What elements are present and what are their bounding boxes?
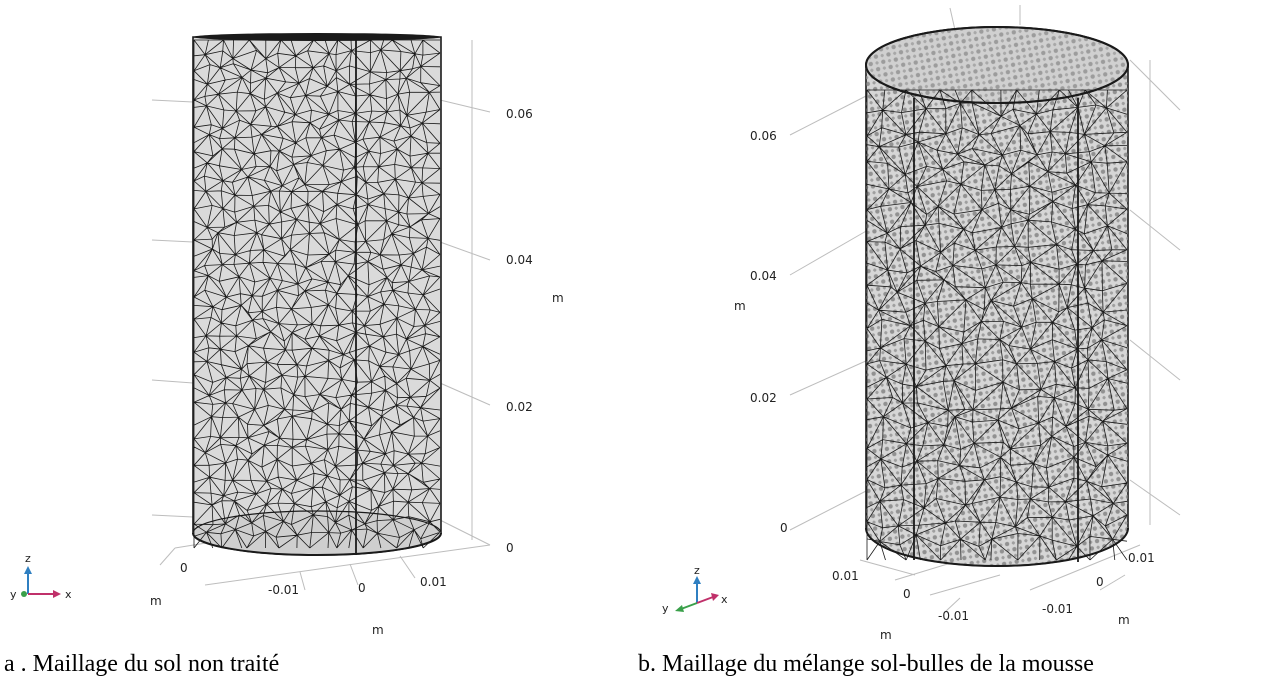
panel-a-cylinder (192, 33, 442, 556)
panel-b-z-tick-0: 0.06 (750, 129, 777, 143)
panel-a-x-tick-2: 0.01 (420, 575, 447, 589)
panel-a-z-tick-1: 0.04 (506, 253, 533, 267)
panel-a-z-tick-2: 0.02 (506, 400, 533, 414)
panel-a-x-tick-0: -0.01 (268, 583, 299, 597)
panel-a-y-unit: m (150, 594, 162, 608)
panel-b-x-unit: m (1118, 613, 1130, 627)
panel-b-x-tick-1: 0 (1096, 575, 1104, 589)
panel-a-z-tick-0: 0.06 (506, 107, 533, 121)
panel-b-z-tick-1: 0.04 (750, 269, 777, 283)
mesh-b-path (866, 89, 1128, 561)
panel-b-axis-triad: z y x (662, 564, 728, 615)
panel-b-y-tick-0: 0.01 (832, 569, 859, 583)
panel-b-y-tick-1: 0 (903, 587, 911, 601)
panel-a-mesh-plot: 0.06 0.04 0.02 0 m -0.01 0 0.01 m 0 m z … (10, 33, 564, 637)
panel-b-y-unit: m (880, 628, 892, 642)
panel-a-triad-x: x (65, 588, 72, 601)
panel-a-caption: a . Maillage du sol non traité (4, 651, 280, 677)
panel-b-cylinder (865, 26, 1129, 567)
panel-a-z-tick-3: 0 (506, 541, 514, 555)
panel-b-caption: b. Maillage du mélange sol-bulles de la … (638, 651, 1094, 677)
panel-b-z-tick-3: 0 (780, 521, 788, 535)
panel-b-mesh-plot: 0.06 0.04 0.02 0 m 0.01 0 -0.01 m 0.01 0… (662, 5, 1181, 642)
panel-b-y-tick-2: -0.01 (938, 609, 969, 623)
panel-b-triad-y: y (662, 602, 669, 615)
panel-a-x-tick-1: 0 (358, 581, 366, 595)
panel-a-z-unit: m (552, 291, 564, 305)
panel-a-triad-z: z (25, 552, 31, 565)
panel-b-triad-z: z (694, 564, 700, 577)
panel-b-triad-x: x (721, 593, 728, 606)
mesh-a-path (193, 39, 441, 549)
panel-b-mesh-edges (866, 89, 1128, 561)
panel-a-x-unit: m (372, 623, 384, 637)
panel-a-y-tick-0: 0 (180, 561, 188, 575)
panel-a-axis-triad: z y x (10, 552, 72, 601)
panel-a-triad-y: y (10, 588, 17, 601)
panel-b-x-tick-0: 0.01 (1128, 551, 1155, 565)
panel-b-z-unit: m (734, 299, 746, 313)
panel-b-x-tick-2: -0.01 (1042, 602, 1073, 616)
panel-b-z-tick-2: 0.02 (750, 391, 777, 405)
panel-a-mesh-edges (193, 39, 441, 549)
panel-b-grid (789, 5, 1181, 613)
